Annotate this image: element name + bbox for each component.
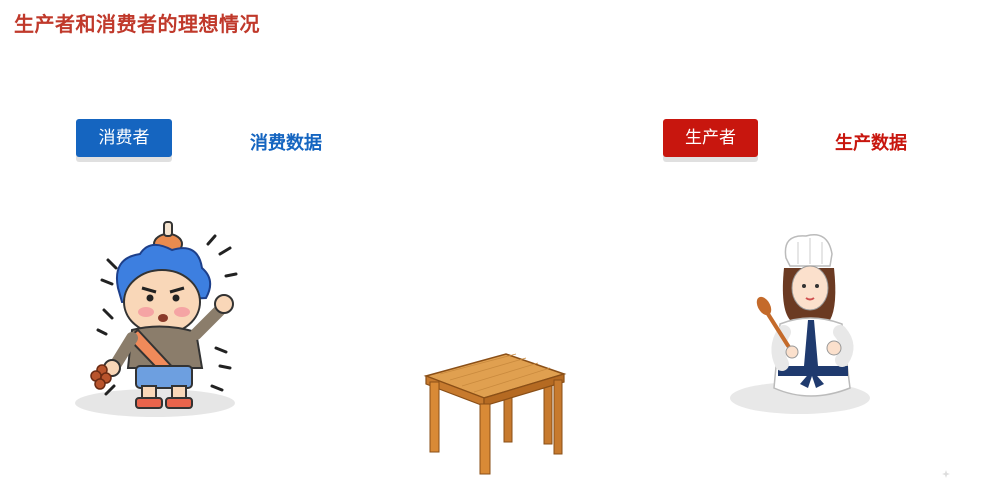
consumer-button[interactable]: 消费者 — [76, 119, 172, 157]
page-title: 生产者和消费者的理想情况 — [14, 12, 260, 36]
consume-data-label: 消费数据 — [250, 133, 322, 154]
produce-data-label: 生产数据 — [835, 133, 907, 154]
sparkle-icon — [942, 470, 950, 478]
wooden-table-illustration — [423, 353, 567, 475]
chef-illustration — [730, 234, 870, 414]
consumer-illustration — [75, 221, 238, 417]
producer-button[interactable]: 生产者 — [663, 119, 758, 157]
